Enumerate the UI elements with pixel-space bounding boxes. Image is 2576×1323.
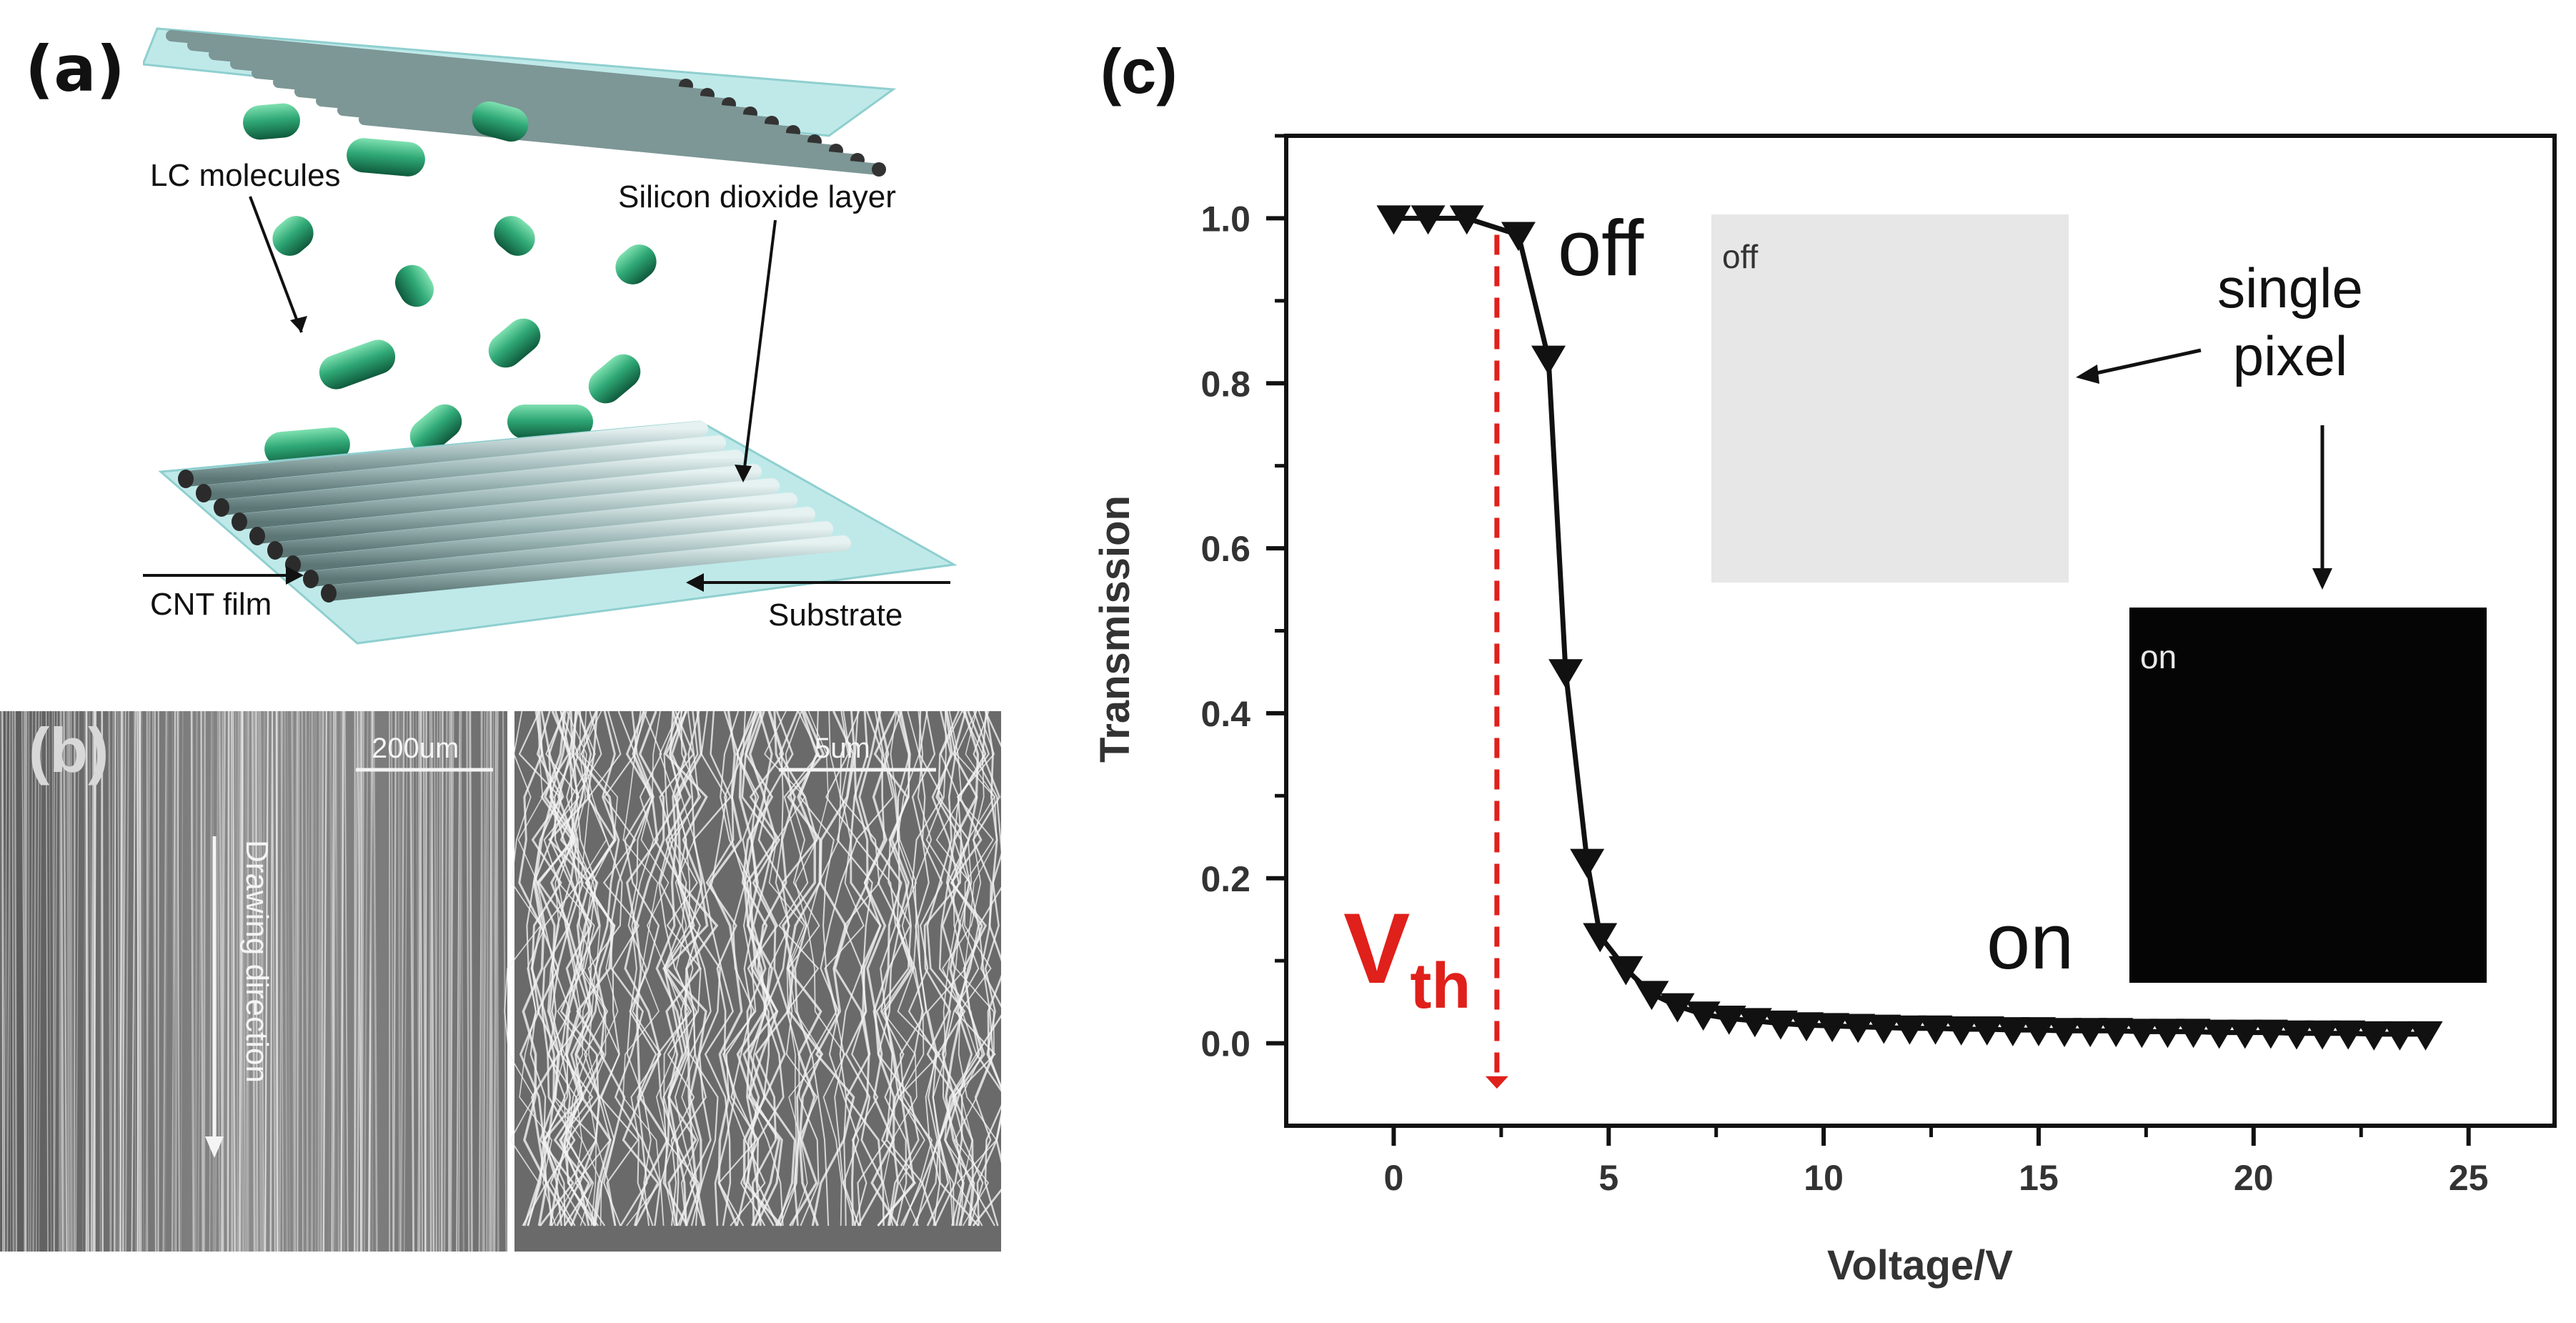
substrate-label: Substrate — [768, 598, 902, 633]
data-point — [1686, 1001, 1721, 1031]
data-point — [1944, 1016, 1979, 1046]
data-point — [1763, 1010, 1798, 1040]
data-point — [1815, 1013, 1850, 1043]
lc-molecule — [272, 216, 314, 256]
data-curve — [1393, 215, 2426, 1037]
data-point — [1737, 1008, 1772, 1038]
lc-molecules-label: LC molecules — [150, 158, 341, 193]
data-point — [2150, 1019, 2185, 1049]
lc-molecule — [488, 318, 541, 368]
x-tick-label: 15 — [2019, 1158, 2059, 1198]
direction-label: Drawing direction — [239, 840, 274, 1083]
data-point — [1866, 1014, 1901, 1044]
scale-label-right: 5um — [815, 733, 870, 764]
data-point — [2047, 1018, 2082, 1048]
lc-arrow — [249, 196, 303, 333]
x-tick-label: 20 — [2234, 1158, 2274, 1198]
data-point — [1449, 205, 1484, 235]
panel-c-chart: (c) 0 5 10 15 20 25 0.0 0.2 0.4 0.6 0.8 1.0 Transmi… — [1092, 36, 2557, 1289]
y-tick-label: 0.8 — [1200, 364, 1250, 404]
data-markers — [1376, 205, 2443, 1051]
data-point — [1789, 1012, 1824, 1041]
data-point — [1501, 222, 1536, 252]
off-state-label: off — [1558, 204, 1644, 292]
on-state-label: on — [1986, 898, 2074, 986]
x-tick-label: 25 — [2449, 1158, 2489, 1198]
data-point — [2021, 1017, 2056, 1046]
lc-molecule — [243, 103, 300, 140]
data-point — [1570, 848, 1605, 878]
y-tick-label: 1.0 — [1200, 199, 1250, 239]
y-tick-label: 0.0 — [1200, 1024, 1250, 1064]
x-tick-label: 10 — [1804, 1158, 1844, 1198]
data-point — [2253, 1019, 2288, 1049]
lc-molecule — [615, 244, 657, 284]
data-point — [2331, 1020, 2366, 1050]
data-point — [1548, 659, 1583, 689]
data-point — [1411, 205, 1446, 235]
inset-on-pixel — [2129, 608, 2487, 983]
data-point — [1969, 1016, 2004, 1046]
silicon-dioxide-label: Silicon dioxide layer — [618, 179, 896, 214]
bottom-cnt-rods — [178, 421, 851, 603]
y-tick-label: 0.6 — [1200, 529, 1250, 569]
data-point — [1711, 1005, 1746, 1035]
lc-molecule — [409, 404, 462, 454]
lc-molecule — [507, 405, 593, 439]
data-point — [1660, 993, 1695, 1023]
x-tick-label: 0 — [1384, 1158, 1404, 1198]
lc-molecule — [588, 354, 641, 404]
axis-ticks: 0 5 10 15 20 25 0.0 0.2 0.4 0.6 0.8 1.0 — [1200, 134, 2489, 1198]
data-point — [1995, 1017, 2030, 1046]
single-pixel-line2: pixel — [2233, 324, 2347, 387]
y-axis-label: Transmission — [1092, 495, 1138, 763]
data-point — [2202, 1019, 2237, 1049]
lc-molecule — [472, 101, 529, 142]
panel-a-schematic: LC molecules Silicon dioxide layer CNT f… — [143, 27, 958, 645]
cnt-film-label: CNT film — [150, 587, 272, 622]
lc-molecule — [395, 264, 434, 307]
x-axis-label: Voltage/V — [1827, 1242, 2013, 1289]
data-point — [1634, 981, 1669, 1011]
data-point — [1892, 1015, 1927, 1045]
lc-molecule — [347, 138, 425, 177]
data-point — [1608, 956, 1643, 986]
data-point — [2227, 1019, 2262, 1049]
data-point — [2305, 1020, 2340, 1050]
data-point — [1918, 1015, 1953, 1045]
vth-label: Vth — [1343, 892, 1471, 1022]
single-pixel-line1: single — [2217, 257, 2363, 319]
data-point — [1583, 923, 1618, 953]
threshold-voltage-marker: Vth — [1343, 234, 1508, 1089]
data-point — [1531, 345, 1566, 375]
inset-on-label: on — [2140, 638, 2177, 675]
data-point — [2176, 1019, 2211, 1049]
pixel-arrow-off — [2086, 348, 2202, 377]
x-tick-label: 5 — [1598, 1158, 1618, 1198]
data-point — [2382, 1021, 2417, 1051]
scale-label-left: 200um — [372, 733, 459, 764]
data-point — [2073, 1018, 2108, 1048]
top-cnt-rods — [166, 30, 886, 177]
panel-c-label: (c) — [1100, 36, 1178, 106]
y-tick-label: 0.2 — [1200, 859, 1250, 899]
vth-arrowhead — [1485, 1076, 1508, 1089]
data-point — [2279, 1020, 2314, 1050]
lc-molecule — [319, 340, 396, 390]
data-point — [2099, 1018, 2134, 1048]
y-tick-label: 0.4 — [1200, 694, 1250, 734]
data-point — [2357, 1021, 2392, 1051]
inset-off-label: off — [1722, 238, 1759, 275]
data-point — [2408, 1021, 2443, 1051]
sio2-arrow — [742, 219, 777, 480]
inset-off-pixel — [1711, 214, 2069, 583]
panel-a-label: (a) — [25, 32, 125, 106]
lc-molecule — [494, 216, 535, 256]
data-point — [2124, 1019, 2159, 1049]
panel-b-sem-images: (b) 200um 5um Drawing direction — [0, 711, 1001, 1252]
data-point — [1376, 205, 1411, 235]
panel-b-label: (b) — [29, 715, 109, 786]
data-point — [1841, 1014, 1876, 1044]
